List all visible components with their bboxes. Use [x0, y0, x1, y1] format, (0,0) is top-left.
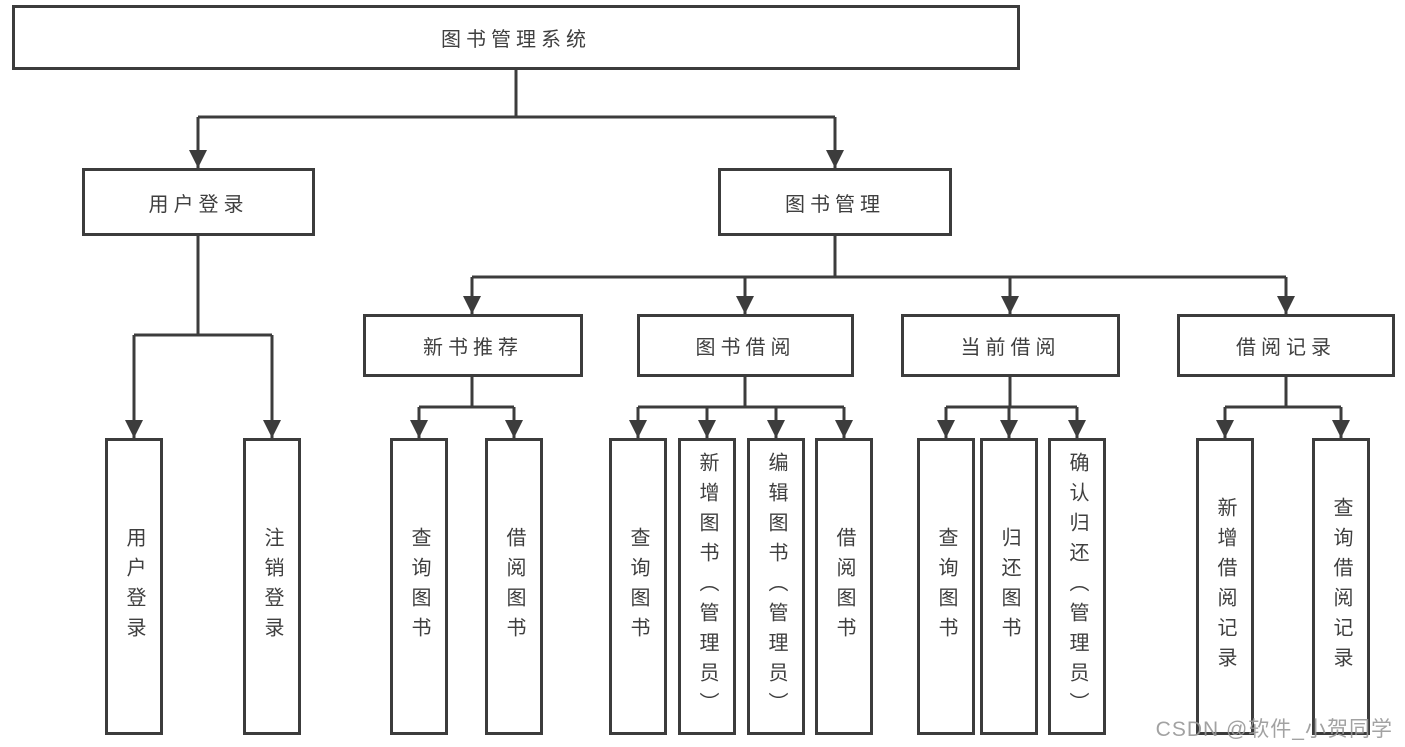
node-leaf-borrow-books-1: 借阅图书 — [485, 438, 543, 735]
node-label: 查询图书 — [627, 526, 649, 647]
connector-arrows-leaves — [410, 407, 1350, 438]
node-current-borrowing: 当前借阅 — [901, 314, 1120, 377]
node-leaf-logout: 注销登录 — [243, 438, 301, 735]
node-leaf-query-borrow-record: 查询借阅记录 — [1312, 438, 1370, 735]
node-leaf-edit-books-admin: 编辑图书（管理员） — [747, 438, 805, 735]
node-user-login: 用户登录 — [82, 168, 315, 236]
node-leaf-return-books: 归还图书 — [980, 438, 1038, 735]
connector-arrows-level2 — [189, 117, 844, 168]
node-label: 新增借阅记录 — [1214, 496, 1236, 677]
node-label: 图书管理系统 — [441, 29, 591, 51]
node-leaf-confirm-return-admin: 确认归还（管理员） — [1048, 438, 1106, 735]
node-label: 确认归还（管理员） — [1066, 451, 1088, 722]
connector-arrows-modules — [463, 277, 1295, 314]
node-label: 图书借阅 — [695, 337, 796, 359]
node-label: 借阅图书 — [503, 526, 525, 647]
node-label: 查询图书 — [408, 526, 430, 647]
node-label: 查询图书 — [935, 526, 957, 647]
node-label: 编辑图书（管理员） — [765, 451, 787, 722]
node-label: 当前借阅 — [960, 337, 1061, 359]
node-book-borrowing: 图书借阅 — [637, 314, 854, 377]
node-leaf-query-books-2: 查询图书 — [609, 438, 667, 735]
connector-buses — [134, 70, 1341, 409]
node-label: 新书推荐 — [423, 337, 523, 359]
node-label: 归还图书 — [998, 526, 1020, 647]
node-label: 注销登录 — [261, 526, 283, 647]
node-leaf-add-books-admin: 新增图书（管理员） — [678, 438, 736, 735]
node-label: 查询借阅记录 — [1330, 496, 1352, 677]
node-leaf-add-borrow-record: 新增借阅记录 — [1196, 438, 1254, 735]
node-label: 图书管理 — [785, 193, 885, 216]
node-leaf-borrow-books-2: 借阅图书 — [815, 438, 873, 735]
node-label: 用户登录 — [148, 193, 249, 216]
node-borrowing-records: 借阅记录 — [1177, 314, 1395, 377]
node-new-book-recommendation: 新书推荐 — [363, 314, 583, 377]
node-leaf-query-books-1: 查询图书 — [390, 438, 448, 735]
node-label: 借阅记录 — [1236, 337, 1336, 359]
node-leaf-query-books-3: 查询图书 — [917, 438, 975, 735]
connector-arrows-user-login — [125, 335, 281, 438]
node-label: 借阅图书 — [833, 526, 855, 647]
node-label: 用户登录 — [123, 526, 145, 647]
node-library-management-system: 图书管理系统 — [12, 5, 1020, 70]
node-leaf-user-login: 用户登录 — [105, 438, 163, 735]
node-book-management: 图书管理 — [718, 168, 952, 236]
watermark: CSDN @软件_小贺同学 — [1155, 718, 1393, 741]
node-label: 新增图书（管理员） — [696, 451, 718, 722]
